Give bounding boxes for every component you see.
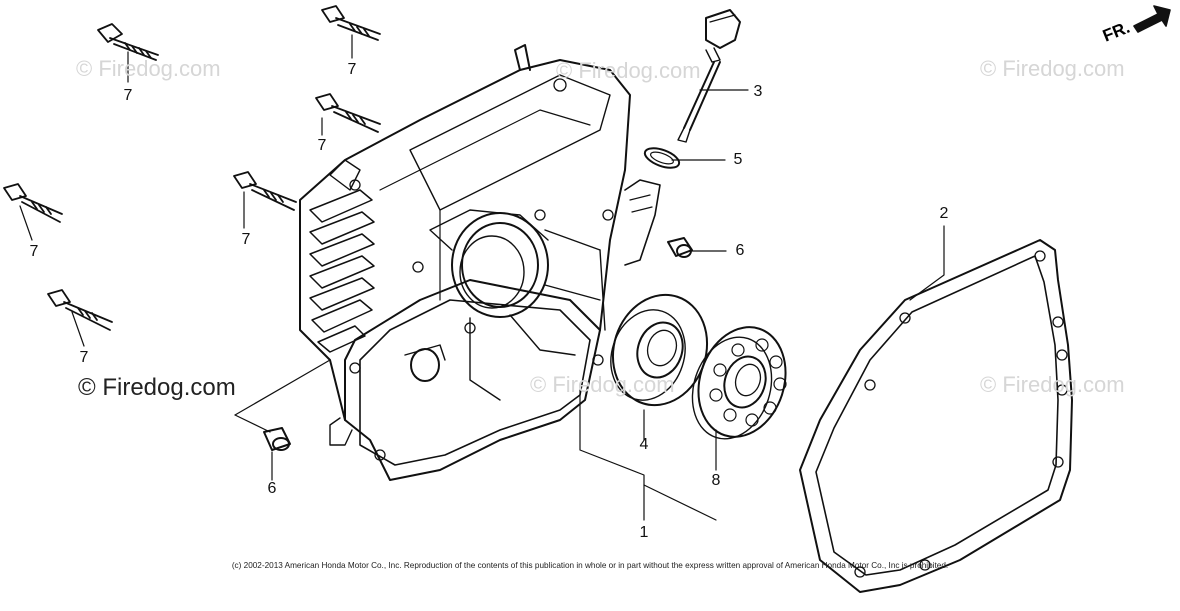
callout-bolt: 7 <box>123 87 133 104</box>
ball-bearing <box>691 326 787 440</box>
watermark: © Firedog.com <box>980 372 1125 397</box>
watermark: © Firedog.com <box>980 56 1125 81</box>
bolt <box>3 183 63 223</box>
o-ring <box>643 147 681 169</box>
bolt <box>233 171 297 211</box>
callout-oil-seal: 4 <box>639 436 649 453</box>
dipstick <box>677 9 741 143</box>
gasket <box>799 239 1073 593</box>
watermark: © Firedog.com <box>530 372 675 397</box>
crankcase-cover <box>299 44 661 481</box>
bolt <box>315 93 381 133</box>
callout-cover-assembly: 1 <box>639 524 649 541</box>
watermark: © Firedog.com <box>556 58 701 83</box>
callout-dipstick: 3 <box>753 83 763 100</box>
callout-gasket: 2 <box>939 205 949 222</box>
front-direction-arrow <box>1133 5 1171 33</box>
callout-o-ring: 5 <box>733 151 743 168</box>
callout-dowel-pin: 6 <box>735 242 745 259</box>
callout-bolt: 7 <box>347 61 357 78</box>
callout-bolt: 7 <box>29 243 39 260</box>
bolt <box>97 23 159 61</box>
callout-bolt: 7 <box>79 349 89 366</box>
callout-bolt: 7 <box>317 137 327 154</box>
callout-bolt: 7 <box>241 231 251 248</box>
dowel-pin-upper <box>667 237 693 258</box>
bolt <box>47 289 113 331</box>
callout-dowel-pin: 6 <box>267 480 277 497</box>
callout-ball-bearing: 8 <box>711 472 721 489</box>
copyright-notice: (c) 2002-2013 American Honda Motor Co., … <box>231 561 949 570</box>
dowel-pin-lower <box>263 427 291 451</box>
leader-lines <box>19 34 945 521</box>
watermark: © Firedog.com <box>76 56 221 81</box>
firedog-logo-text: © Firedog.com <box>78 374 236 401</box>
bolt <box>321 5 381 41</box>
